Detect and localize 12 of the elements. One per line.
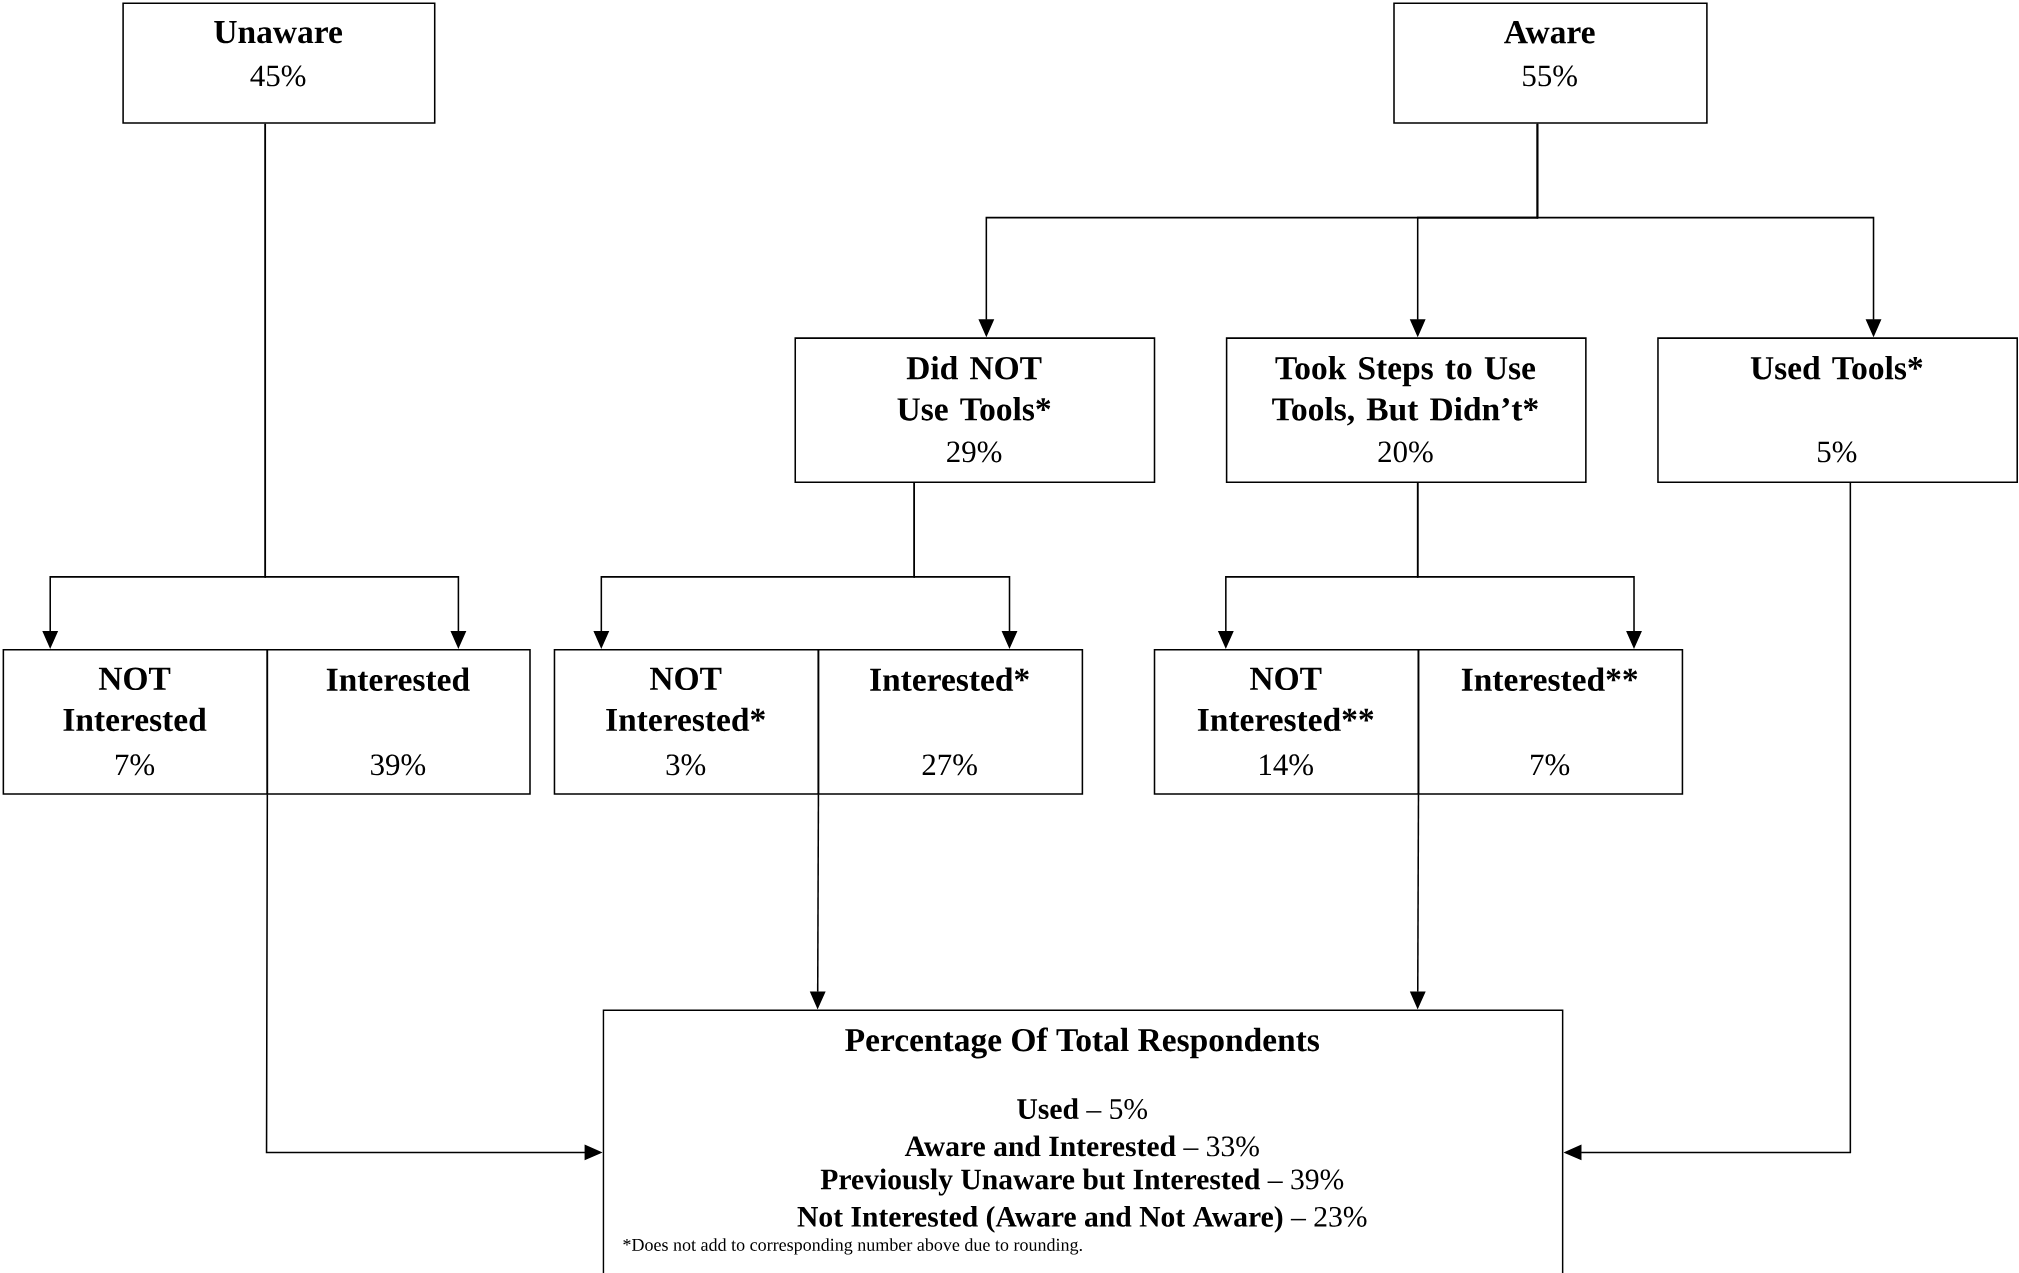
response-box: Interested* 27% — [817, 648, 1084, 795]
category-box: Aware 55% — [1393, 2, 1708, 124]
response-box: Interested 39% — [266, 648, 531, 795]
response-box: Interested** 7% — [1417, 648, 1684, 795]
response-box: NOT Interested** 14% — [1153, 648, 1420, 795]
category-box: Used Tools* 5% — [1657, 337, 2018, 483]
response-box: NOT Interested 7% — [2, 648, 269, 795]
category-box: Unaware 45% — [122, 2, 436, 124]
summary-box: Percentage Of Total Respondents Used – 5% Aware and Interested – 33% Previously Unaware but Interested – 39% Not Interested (Aware and Not Aware) – 23% *Does not add to corresponding number above due to rounding. — [602, 1009, 1564, 1273]
category-box: Took Steps to Use Tools, But Didn’t* 20% — [1225, 337, 1587, 483]
category-box: Did NOT Use Tools* 29% — [794, 337, 1156, 483]
response-box: NOT Interested* 3% — [553, 648, 820, 795]
